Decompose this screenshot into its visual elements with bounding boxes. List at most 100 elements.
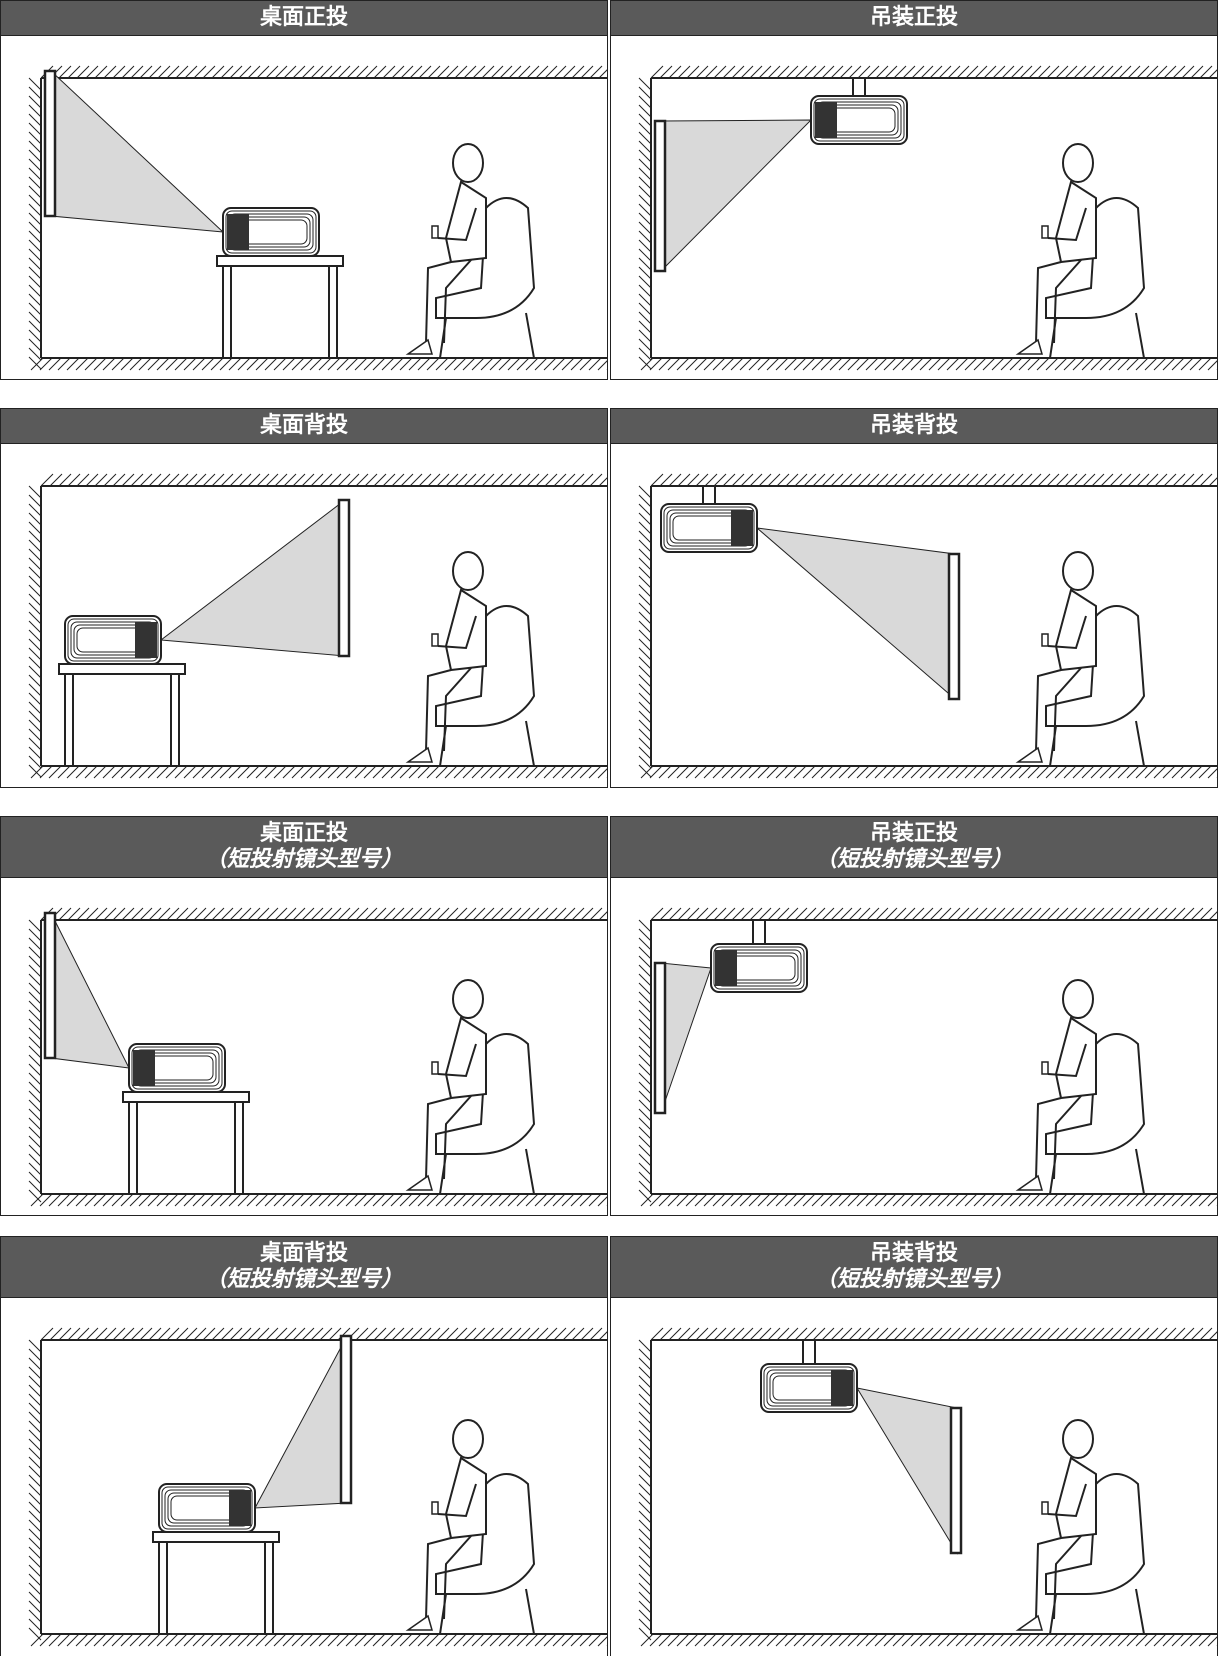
projection-screen	[653, 961, 667, 1115]
floor-hatch	[640, 765, 1217, 779]
installation-diagram	[0, 36, 608, 380]
panel-title: 吊装背投	[869, 1241, 958, 1266]
viewer-torso	[444, 180, 487, 264]
viewer	[1015, 979, 1146, 1195]
projection-beam	[50, 69, 225, 233]
panel-5: 桌面正投 （短投射镜头型号）	[0, 816, 610, 1216]
projector	[128, 1043, 226, 1093]
projector	[710, 943, 808, 993]
viewer	[405, 1419, 536, 1635]
table-top	[58, 663, 186, 675]
panel-subtitle: （短投射镜头型号）	[204, 847, 403, 872]
ceiling-hatch	[40, 907, 607, 921]
remote-control-icon	[431, 633, 439, 647]
panel-title: 吊装正投	[869, 5, 958, 30]
panel-header: 桌面背投	[0, 408, 608, 444]
viewer-head	[1062, 551, 1094, 591]
projector	[660, 503, 758, 553]
remote-control-icon	[431, 225, 439, 239]
panel-title: 吊装正投	[869, 821, 958, 846]
panel-header: 桌面背投 （短投射镜头型号）	[0, 1236, 608, 1298]
viewer	[405, 979, 536, 1195]
projector	[64, 615, 162, 665]
panel-title: 桌面正投	[259, 821, 348, 846]
ceiling-hatch	[650, 65, 1217, 79]
viewer-torso	[444, 588, 487, 672]
ceiling-hatch	[650, 1327, 1217, 1341]
scene	[638, 1327, 1217, 1647]
projection-screen	[947, 552, 961, 701]
viewer-head	[452, 143, 484, 183]
projection-beam	[660, 119, 813, 273]
viewer	[405, 551, 536, 767]
panel-title: 桌面正投	[259, 5, 348, 30]
table-leg	[128, 1101, 138, 1195]
scene	[28, 1327, 607, 1647]
projection-screen	[339, 1334, 353, 1505]
panel-header: 吊装背投 （短投射镜头型号）	[610, 1236, 1218, 1298]
table-leg	[158, 1541, 168, 1635]
installation-diagram	[610, 444, 1218, 788]
table-top	[216, 255, 344, 267]
viewer-head	[1062, 979, 1094, 1019]
installation-diagram	[0, 1298, 608, 1656]
ceiling-hatch	[40, 65, 607, 79]
ceiling-mount	[852, 77, 866, 97]
panel-1: 桌面正投	[0, 0, 610, 380]
panel-header: 吊装正投 （短投射镜头型号）	[610, 816, 1218, 878]
projector	[760, 1363, 858, 1413]
floor-hatch	[640, 1633, 1217, 1647]
panel-header: 桌面正投	[0, 0, 608, 36]
viewer	[1015, 551, 1146, 767]
projection-screen	[337, 498, 351, 658]
projection-screen	[949, 1406, 963, 1555]
ceiling-hatch	[40, 473, 607, 487]
ceiling-hatch	[650, 473, 1217, 487]
ceiling-mount	[702, 485, 716, 505]
wall-hatch	[638, 77, 652, 370]
panel-3: 桌面背投	[0, 408, 610, 788]
panel-header: 桌面正投 （短投射镜头型号）	[0, 816, 608, 878]
panel-header: 吊装背投	[610, 408, 1218, 444]
floor-hatch	[30, 1193, 607, 1207]
panel-subtitle: （短投射镜头型号）	[204, 1267, 403, 1292]
viewer-torso	[1054, 1016, 1097, 1100]
panel-subtitle: （短投射镜头型号）	[814, 1267, 1013, 1292]
table-leg	[170, 673, 180, 767]
ceiling-mount	[802, 1339, 816, 1365]
ceiling-mount	[752, 919, 766, 945]
viewer-torso	[444, 1456, 487, 1540]
floor-hatch	[30, 765, 607, 779]
wall-hatch	[28, 485, 42, 778]
floor-hatch	[640, 1193, 1217, 1207]
floor-hatch	[30, 357, 607, 371]
projector	[810, 95, 908, 145]
viewer-head	[1062, 143, 1094, 183]
panel-6: 吊装正投 （短投射镜头型号）	[610, 816, 1220, 1216]
projection-screen	[43, 69, 57, 218]
projector	[158, 1483, 256, 1533]
remote-control-icon	[431, 1061, 439, 1075]
viewer-torso	[1054, 1456, 1097, 1540]
scene	[28, 65, 607, 371]
panel-8: 吊装背投 （短投射镜头型号）	[610, 1236, 1220, 1656]
viewer	[1015, 1419, 1146, 1635]
projection-beam	[855, 1387, 958, 1555]
panel-2: 吊装正投	[610, 0, 1220, 380]
wall-hatch	[638, 485, 652, 778]
panel-title: 桌面背投	[259, 1241, 348, 1266]
viewer-torso	[1054, 588, 1097, 672]
ceiling-hatch	[650, 907, 1217, 921]
projection-beam	[159, 498, 346, 657]
panel-title: 桌面背投	[259, 413, 348, 438]
installation-diagram	[0, 878, 608, 1216]
panel-title: 吊装背投	[869, 413, 958, 438]
table-leg	[234, 1101, 244, 1195]
viewer-head	[452, 979, 484, 1019]
installation-diagram	[610, 1298, 1218, 1656]
wall-hatch	[28, 1339, 42, 1641]
ceiling-hatch	[40, 1327, 607, 1341]
viewer-head	[452, 1419, 484, 1459]
wall-hatch	[638, 1339, 652, 1641]
remote-control-icon	[1041, 1501, 1049, 1515]
